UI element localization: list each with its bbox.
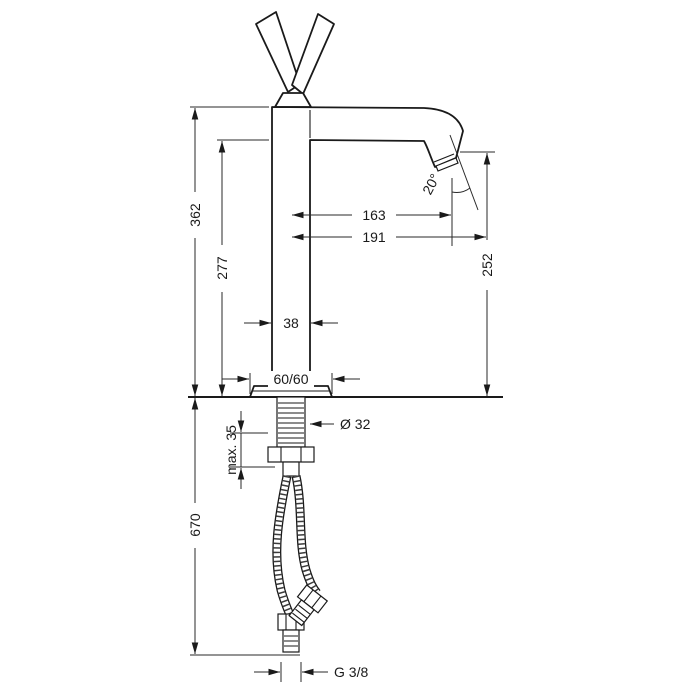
label-mask — [268, 371, 314, 387]
shank-threads — [278, 402, 304, 444]
faucet-outline — [249, 11, 464, 398]
dim-height-spout: 277 — [214, 256, 230, 280]
dim-reach-tip: 191 — [362, 229, 386, 245]
dim-hole-diameter: Ø 32 — [340, 416, 371, 432]
hose-left-fill — [273, 475, 293, 617]
body-and-spout — [249, 106, 464, 398]
aerator — [435, 157, 459, 172]
hose-right-braid — [292, 475, 320, 595]
angle-reference-line — [449, 134, 479, 211]
angle-arc — [451, 187, 471, 193]
handle-right-blade — [291, 13, 335, 95]
dim-hose-length: 670 — [187, 513, 203, 537]
tailpiece — [282, 461, 300, 477]
flex-hoses — [272, 475, 321, 617]
dim-height-outlet: 252 — [479, 253, 495, 277]
threaded-shank — [276, 396, 306, 448]
handle-pivot-cone — [274, 92, 312, 108]
dim-thread: G 3/8 — [334, 664, 368, 680]
dimensions: 362 277 252 163 191 20° 38 60/ — [187, 106, 495, 682]
hose-connector-angled — [288, 584, 329, 627]
spout-tip-inner-line — [433, 153, 455, 163]
dim-height-total: 362 — [187, 203, 203, 227]
dim-base-plate: 60/60 — [273, 371, 308, 387]
dim-reach-aerator: 163 — [362, 207, 386, 223]
dim-max-mounting: max. 35 — [223, 425, 239, 475]
mounting-nut — [267, 446, 315, 463]
dim-spout-angle: 20° — [419, 171, 443, 197]
under-deck-assembly — [267, 396, 329, 653]
dim-body-width: 38 — [283, 315, 299, 331]
